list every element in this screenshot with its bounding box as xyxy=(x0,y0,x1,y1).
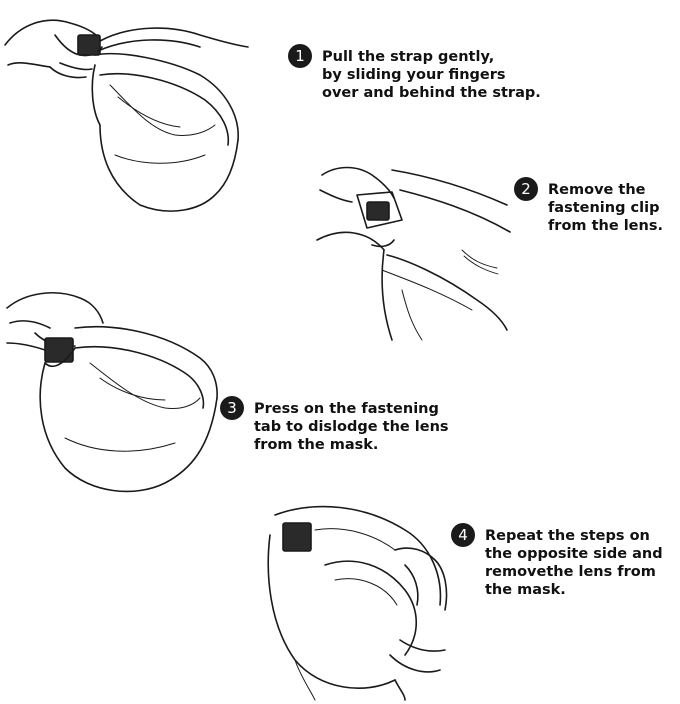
step-text: Press on the fastening tab to dislodge t… xyxy=(254,400,449,454)
step-text-line: fastening clip xyxy=(548,199,663,217)
step-text-line: by sliding your fingers xyxy=(322,66,541,84)
step-text-line: Press on the fastening xyxy=(254,400,449,418)
step-text: Repeat the steps on the opposite side an… xyxy=(485,527,663,599)
step-text: Pull the strap gently, by sliding your f… xyxy=(322,48,541,102)
step-text-line: Remove the xyxy=(548,181,663,199)
step-text-line: from the mask. xyxy=(254,436,449,454)
illustration-step-2 xyxy=(312,150,512,345)
step-text-line: the mask. xyxy=(485,581,663,599)
step-number-badge: 4 xyxy=(451,523,475,547)
step-text-line: over and behind the strap. xyxy=(322,84,541,102)
step-number-badge: 1 xyxy=(288,44,312,68)
illustration-step-1 xyxy=(0,5,250,220)
step-number-badge: 2 xyxy=(514,177,538,201)
step-text-line: from the lens. xyxy=(548,217,663,235)
step-1: 1 Pull the strap gently, by sliding your… xyxy=(288,48,541,102)
step-text-line: Repeat the steps on xyxy=(485,527,663,545)
illustration-step-3 xyxy=(5,288,220,503)
step-text: Remove the fastening clip from the lens. xyxy=(548,181,663,235)
step-2: 2 Remove the fastening clip from the len… xyxy=(514,181,663,235)
step-text-line: tab to dislodge the lens xyxy=(254,418,449,436)
step-text-line: removethe lens from xyxy=(485,563,663,581)
step-3: 3 Press on the fastening tab to dislodge… xyxy=(220,400,449,454)
step-text-line: Pull the strap gently, xyxy=(322,48,541,66)
step-text-line: the opposite side and xyxy=(485,545,663,563)
step-4: 4 Repeat the steps on the opposite side … xyxy=(451,527,663,599)
step-number-badge: 3 xyxy=(220,396,244,420)
illustration-step-4 xyxy=(255,495,450,700)
